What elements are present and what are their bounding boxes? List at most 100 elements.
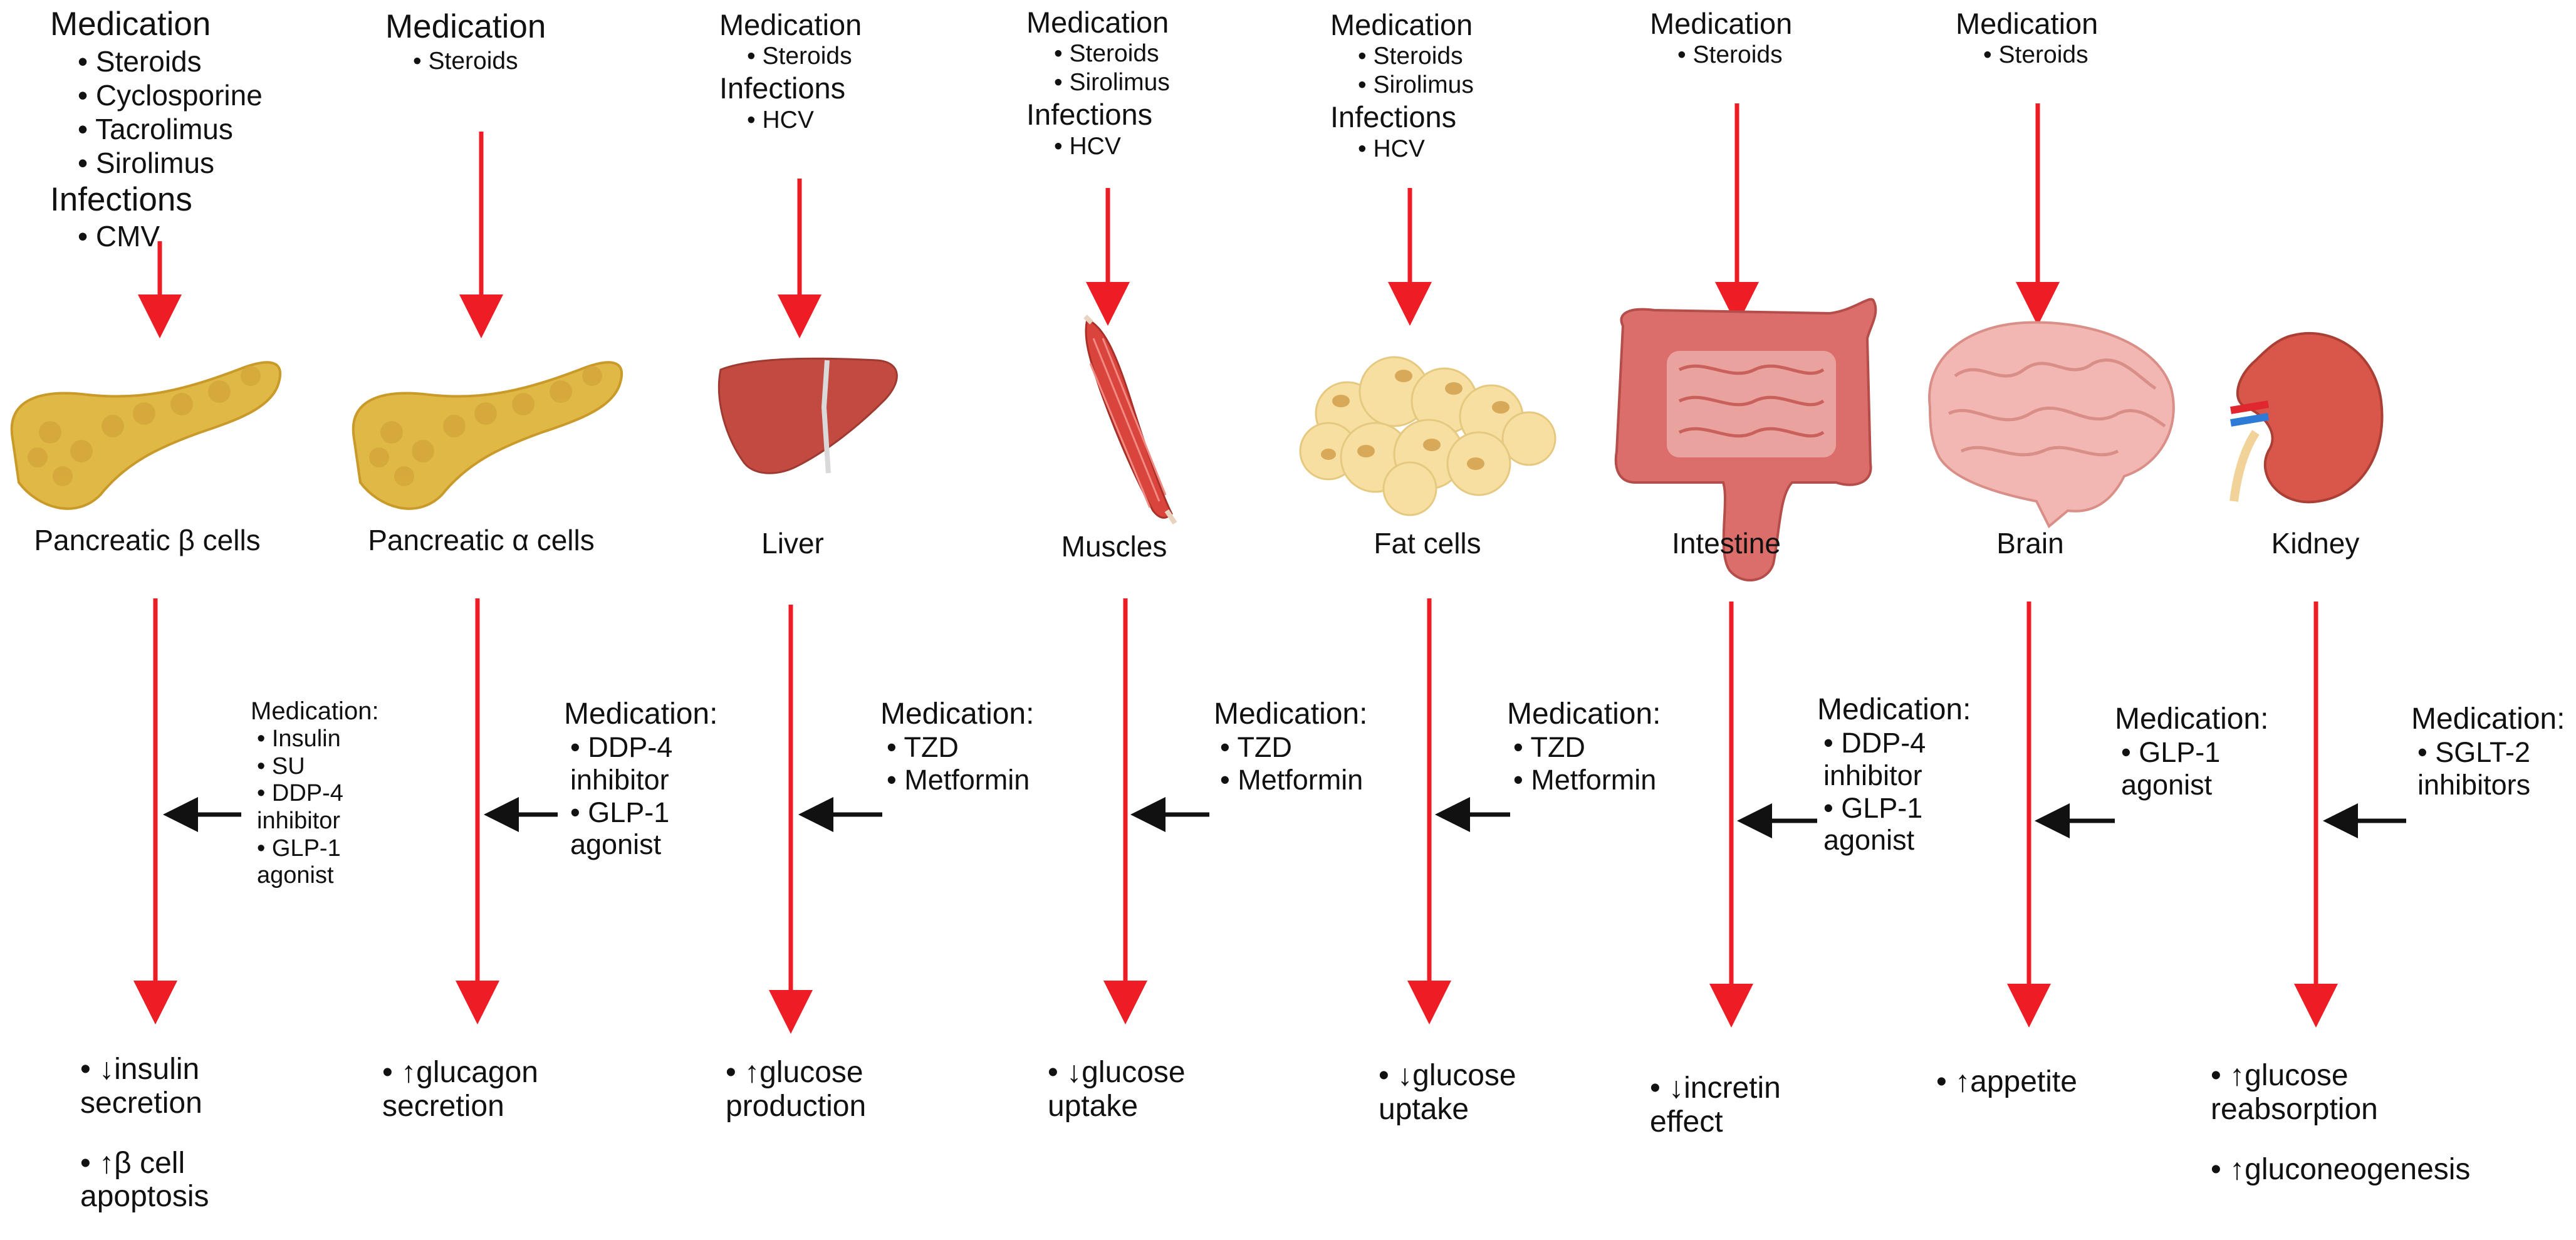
treatment-kidney: Medication: SGLT-2 inhibitors (2411, 702, 2565, 801)
organ-label-alpha: Pancreatic α cells (368, 524, 595, 556)
treatment-item: GLP-1 (1817, 792, 1971, 825)
brain-icon (1928, 321, 2175, 529)
medication-item: Sirolimus (50, 146, 263, 180)
organ-label-fat: Fat cells (1374, 527, 1481, 560)
medication-label: Medication (1956, 7, 2099, 40)
treatment-item: GLP-1 (2115, 736, 2268, 769)
treatment-title: Medication: (251, 697, 379, 725)
treatment-fat: Medication: TZD Metformin (1507, 697, 1661, 796)
outcomes-kidney: • ↑glucose reabsorption • ↑gluconeogenes… (2211, 1059, 2470, 1212)
kidney-icon (2229, 331, 2384, 504)
treatment-intestine: Medication: DDP-4 inhibitor GLP-1 agonis… (1817, 692, 1971, 857)
outcomes-beta: • ↓insulin secretion • ↑β cell apoptosis (80, 1053, 209, 1240)
outcome-line: • ↓incretin (1650, 1071, 1781, 1105)
medication-label: Medication (50, 6, 211, 43)
infections-label: Infections (50, 180, 192, 218)
treatment-title: Medication: (880, 697, 1035, 731)
infections-label: Infections (1330, 100, 1457, 134)
outcome-line: apoptosis (80, 1180, 209, 1214)
causes-intestine: Medication Steroids (1650, 6, 1792, 70)
organ-label-muscles: Muscles (1061, 530, 1167, 563)
outcomes-alpha: • ↑glucagon secretion (382, 1056, 538, 1150)
outcome-item: • ↑glucose reabsorption (2211, 1059, 2470, 1127)
treatment-item: agonist (570, 828, 662, 861)
upper-red-arrows (138, 103, 2060, 338)
medication-label: Medication (719, 8, 862, 41)
treatment-item: Insulin (251, 726, 379, 753)
outcome-line: secretion (80, 1086, 202, 1120)
outcomes-muscles: • ↓glucose uptake (1048, 1056, 1186, 1150)
treatment-item: agonist (2121, 768, 2213, 801)
treatment-item: SU (251, 753, 379, 781)
treatment-item: Metformin (880, 764, 1034, 796)
organ-label-brain: Brain (1996, 527, 2064, 560)
infections-label: Infections (719, 71, 846, 105)
liver-icon (717, 357, 898, 474)
treatment-item: agonist (257, 862, 334, 889)
organ-label-beta: Pancreatic β cells (34, 524, 261, 556)
medication-item: Steroids (719, 42, 862, 71)
treatment-item: SGLT-2 (2411, 736, 2565, 769)
treatment-muscles: Medication: TZD Metformin (1214, 697, 1367, 796)
outcome-line: • ↓glucose (1048, 1056, 1186, 1089)
medication-item: Tacrolimus (50, 112, 263, 146)
treatment-alpha: Medication: DDP-4 inhibitor GLP-1 agonis… (564, 697, 717, 861)
medication-label: Medication (1650, 7, 1793, 40)
outcome-line: • ↑β cell (80, 1146, 185, 1180)
outcome-line: • ↑glucagon (382, 1056, 538, 1089)
medication-item: Steroids (385, 47, 546, 76)
outcome-line: • ↑gluconeogenesis (2211, 1152, 2471, 1186)
treatment-title: Medication: (2115, 702, 2269, 736)
medication-item: Steroids (1956, 41, 2098, 70)
fat-cells-icon (1299, 356, 1557, 516)
treatment-item: inhibitor (570, 763, 669, 796)
medication-item: Sirolimus (1330, 71, 1474, 100)
treatment-item: DDP-4 (564, 731, 717, 764)
medication-label: Medication (1330, 8, 1473, 41)
outcome-item: • ↑gluconeogenesis (2211, 1153, 2470, 1187)
outcome-line: reabsorption (2211, 1092, 2378, 1126)
outcome-line: secretion (382, 1089, 504, 1123)
outcome-item: • ↓insulin secretion (80, 1053, 209, 1120)
outcomes-fat: • ↓glucose uptake (1379, 1059, 1516, 1153)
outcome-line: • ↑appetite (1936, 1065, 2077, 1098)
causes-muscles: Medication Steroids Sirolimus Infections… (1026, 5, 1170, 161)
outcome-item: • ↓glucose uptake (1379, 1059, 1516, 1127)
outcome-item: • ↑glucose production (726, 1056, 866, 1123)
outcome-item: • ↓glucose uptake (1048, 1056, 1186, 1123)
treatment-item: TZD (1507, 731, 1661, 764)
outcome-item: • ↓incretin effect (1650, 1071, 1781, 1139)
outcome-line: uptake (1048, 1089, 1139, 1123)
treatment-liver: Medication: TZD Metformin (880, 697, 1034, 796)
infections-label: Infections (1026, 98, 1153, 132)
medication-label: Medication (385, 8, 546, 45)
black-arrows (163, 797, 2406, 838)
outcome-line: • ↑glucose (2211, 1059, 2349, 1092)
outcome-line: effect (1650, 1105, 1723, 1138)
organ-label-intestine: Intestine (1672, 527, 1781, 560)
treatment-brain: Medication: GLP-1 agonist (2115, 702, 2268, 801)
treatment-item: Metformin (1507, 764, 1661, 796)
outcomes-liver: • ↑glucose production (726, 1056, 866, 1150)
organ-label-kidney: Kidney (2271, 527, 2360, 560)
outcome-line: uptake (1379, 1092, 1469, 1126)
medication-item: Sirolimus (1026, 68, 1170, 97)
pancreas-icon (352, 361, 623, 510)
causes-beta: Medication Steroids Cyclosporine Tacroli… (50, 5, 263, 253)
causes-liver: Medication Steroids Infections HCV (719, 8, 862, 135)
medication-label: Medication (1026, 6, 1169, 39)
causes-brain: Medication Steroids (1956, 6, 2098, 70)
pancreas-icon (10, 361, 282, 510)
treatment-item: DDP-4 (251, 780, 379, 808)
muscle-icon (1083, 315, 1177, 525)
outcome-item: • ↑glucagon secretion (382, 1056, 538, 1123)
treatment-title: Medication: (564, 697, 718, 731)
infection-item: HCV (1026, 132, 1170, 161)
outcomes-brain: • ↑appetite (1936, 1065, 2077, 1125)
intestine-icon (1614, 298, 1877, 581)
treatment-item: inhibitors (2417, 768, 2531, 801)
outcome-item: • ↑appetite (1936, 1065, 2077, 1099)
outcome-line: • ↑glucose (726, 1056, 863, 1089)
outcome-line: • ↓glucose (1379, 1059, 1516, 1092)
medication-item: Cyclosporine (50, 78, 263, 112)
